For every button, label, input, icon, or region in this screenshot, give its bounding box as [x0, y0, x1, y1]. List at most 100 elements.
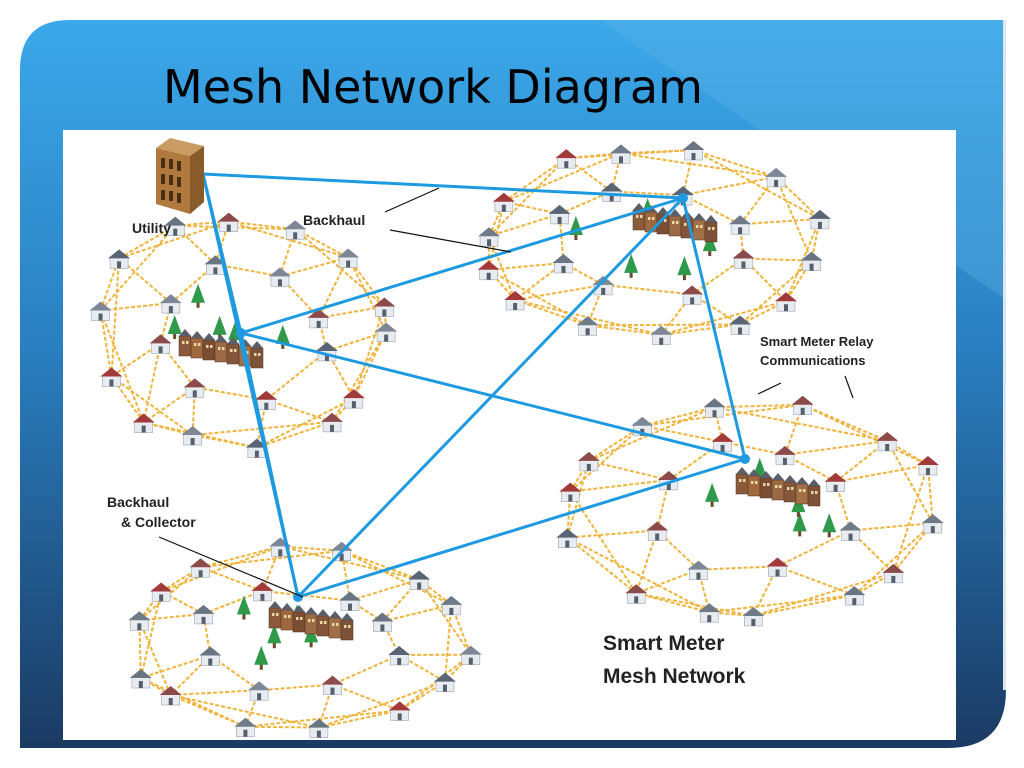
house-icon	[388, 701, 411, 721]
mesh-link	[200, 566, 263, 592]
mesh-link	[143, 386, 196, 424]
house-icon	[916, 456, 939, 476]
mesh-link	[714, 403, 803, 409]
house-icon	[729, 215, 752, 235]
mesh-link	[256, 420, 333, 449]
mesh-link	[722, 440, 786, 456]
house-icon	[876, 431, 899, 452]
house-icon	[181, 426, 204, 446]
house-icon	[338, 591, 361, 611]
mesh-link	[352, 306, 386, 399]
mesh-link	[99, 310, 113, 377]
house-icon	[307, 718, 330, 738]
caption-line2: Mesh Network	[603, 665, 746, 688]
house-icon	[251, 581, 274, 602]
mesh-link	[488, 235, 517, 301]
house-icon	[132, 413, 155, 433]
mesh-link	[215, 263, 281, 278]
house-icon	[321, 675, 344, 695]
house-icon	[687, 560, 710, 580]
mesh-link	[200, 545, 281, 569]
mesh-link	[567, 529, 658, 539]
house-icon	[478, 227, 501, 247]
house-icon	[164, 216, 187, 236]
mesh-link	[656, 529, 700, 571]
caption-line1: Smart Meter	[603, 632, 724, 655]
mesh-link	[110, 375, 145, 424]
mesh-link	[709, 594, 855, 614]
house-icon	[921, 514, 944, 534]
collector-node-icon	[268, 601, 354, 641]
mesh-link	[443, 604, 453, 682]
mesh-link	[777, 529, 851, 568]
house-icon	[388, 645, 411, 666]
mesh-link	[587, 324, 662, 336]
house-icon	[183, 378, 206, 398]
mesh-link	[256, 397, 355, 449]
backhaul-node	[678, 193, 688, 203]
mesh-link	[740, 217, 820, 226]
mesh-link	[682, 175, 777, 197]
mesh-link	[139, 612, 204, 622]
house-icon	[808, 209, 831, 230]
house-icon	[89, 301, 112, 321]
mesh-link	[849, 529, 895, 574]
mesh-link	[110, 258, 121, 377]
mesh-link	[784, 439, 888, 456]
mesh-link	[159, 342, 196, 388]
house-icon	[646, 521, 669, 541]
mesh-link	[347, 256, 386, 308]
mesh-link	[514, 299, 588, 327]
house-icon	[492, 192, 515, 213]
mesh-link	[382, 603, 452, 623]
house-icon	[307, 308, 330, 329]
mesh-link	[138, 619, 172, 696]
mesh-link	[140, 654, 211, 679]
house-icon	[732, 249, 755, 269]
house-icon	[108, 249, 131, 269]
house-icon	[773, 445, 796, 466]
mesh-link	[588, 459, 670, 481]
mesh-link	[175, 224, 296, 231]
house-icon	[552, 253, 575, 274]
mesh-link	[140, 677, 246, 728]
mesh-link	[570, 478, 669, 493]
mesh-link	[603, 283, 693, 296]
house-icon	[129, 669, 152, 689]
house-icon	[150, 582, 173, 602]
mesh-link	[503, 157, 567, 203]
mesh-link	[280, 545, 342, 552]
house-icon	[765, 167, 788, 188]
house-icon	[729, 315, 752, 335]
mesh-link	[170, 689, 260, 697]
house-icon	[268, 267, 291, 287]
mesh-links	[99, 149, 934, 729]
mesh-link	[693, 149, 777, 178]
backhaul-link	[202, 172, 684, 200]
house-icon	[555, 149, 578, 169]
tree-icon	[822, 513, 837, 538]
mesh-link	[566, 536, 637, 595]
collector-node-icon	[735, 467, 821, 507]
house-icon	[559, 482, 582, 502]
mesh-link	[99, 310, 145, 423]
house-icon	[189, 558, 212, 578]
tree-icon	[236, 595, 251, 620]
mesh-link	[349, 578, 420, 602]
mesh-link	[341, 549, 452, 606]
mesh-link	[565, 157, 613, 193]
house-icon	[504, 290, 527, 311]
mesh-link	[566, 536, 710, 614]
mesh-link	[110, 375, 194, 436]
mesh-link	[635, 568, 699, 595]
mesh-link	[118, 220, 230, 260]
house-icon	[248, 681, 271, 701]
mesh-link	[514, 262, 565, 301]
mesh-link	[160, 545, 281, 593]
house-icon	[577, 451, 600, 472]
mesh-link	[620, 152, 777, 178]
houses	[89, 141, 944, 738]
mesh-link	[635, 592, 710, 614]
house-icon	[433, 672, 456, 692]
house-icon	[791, 395, 814, 416]
